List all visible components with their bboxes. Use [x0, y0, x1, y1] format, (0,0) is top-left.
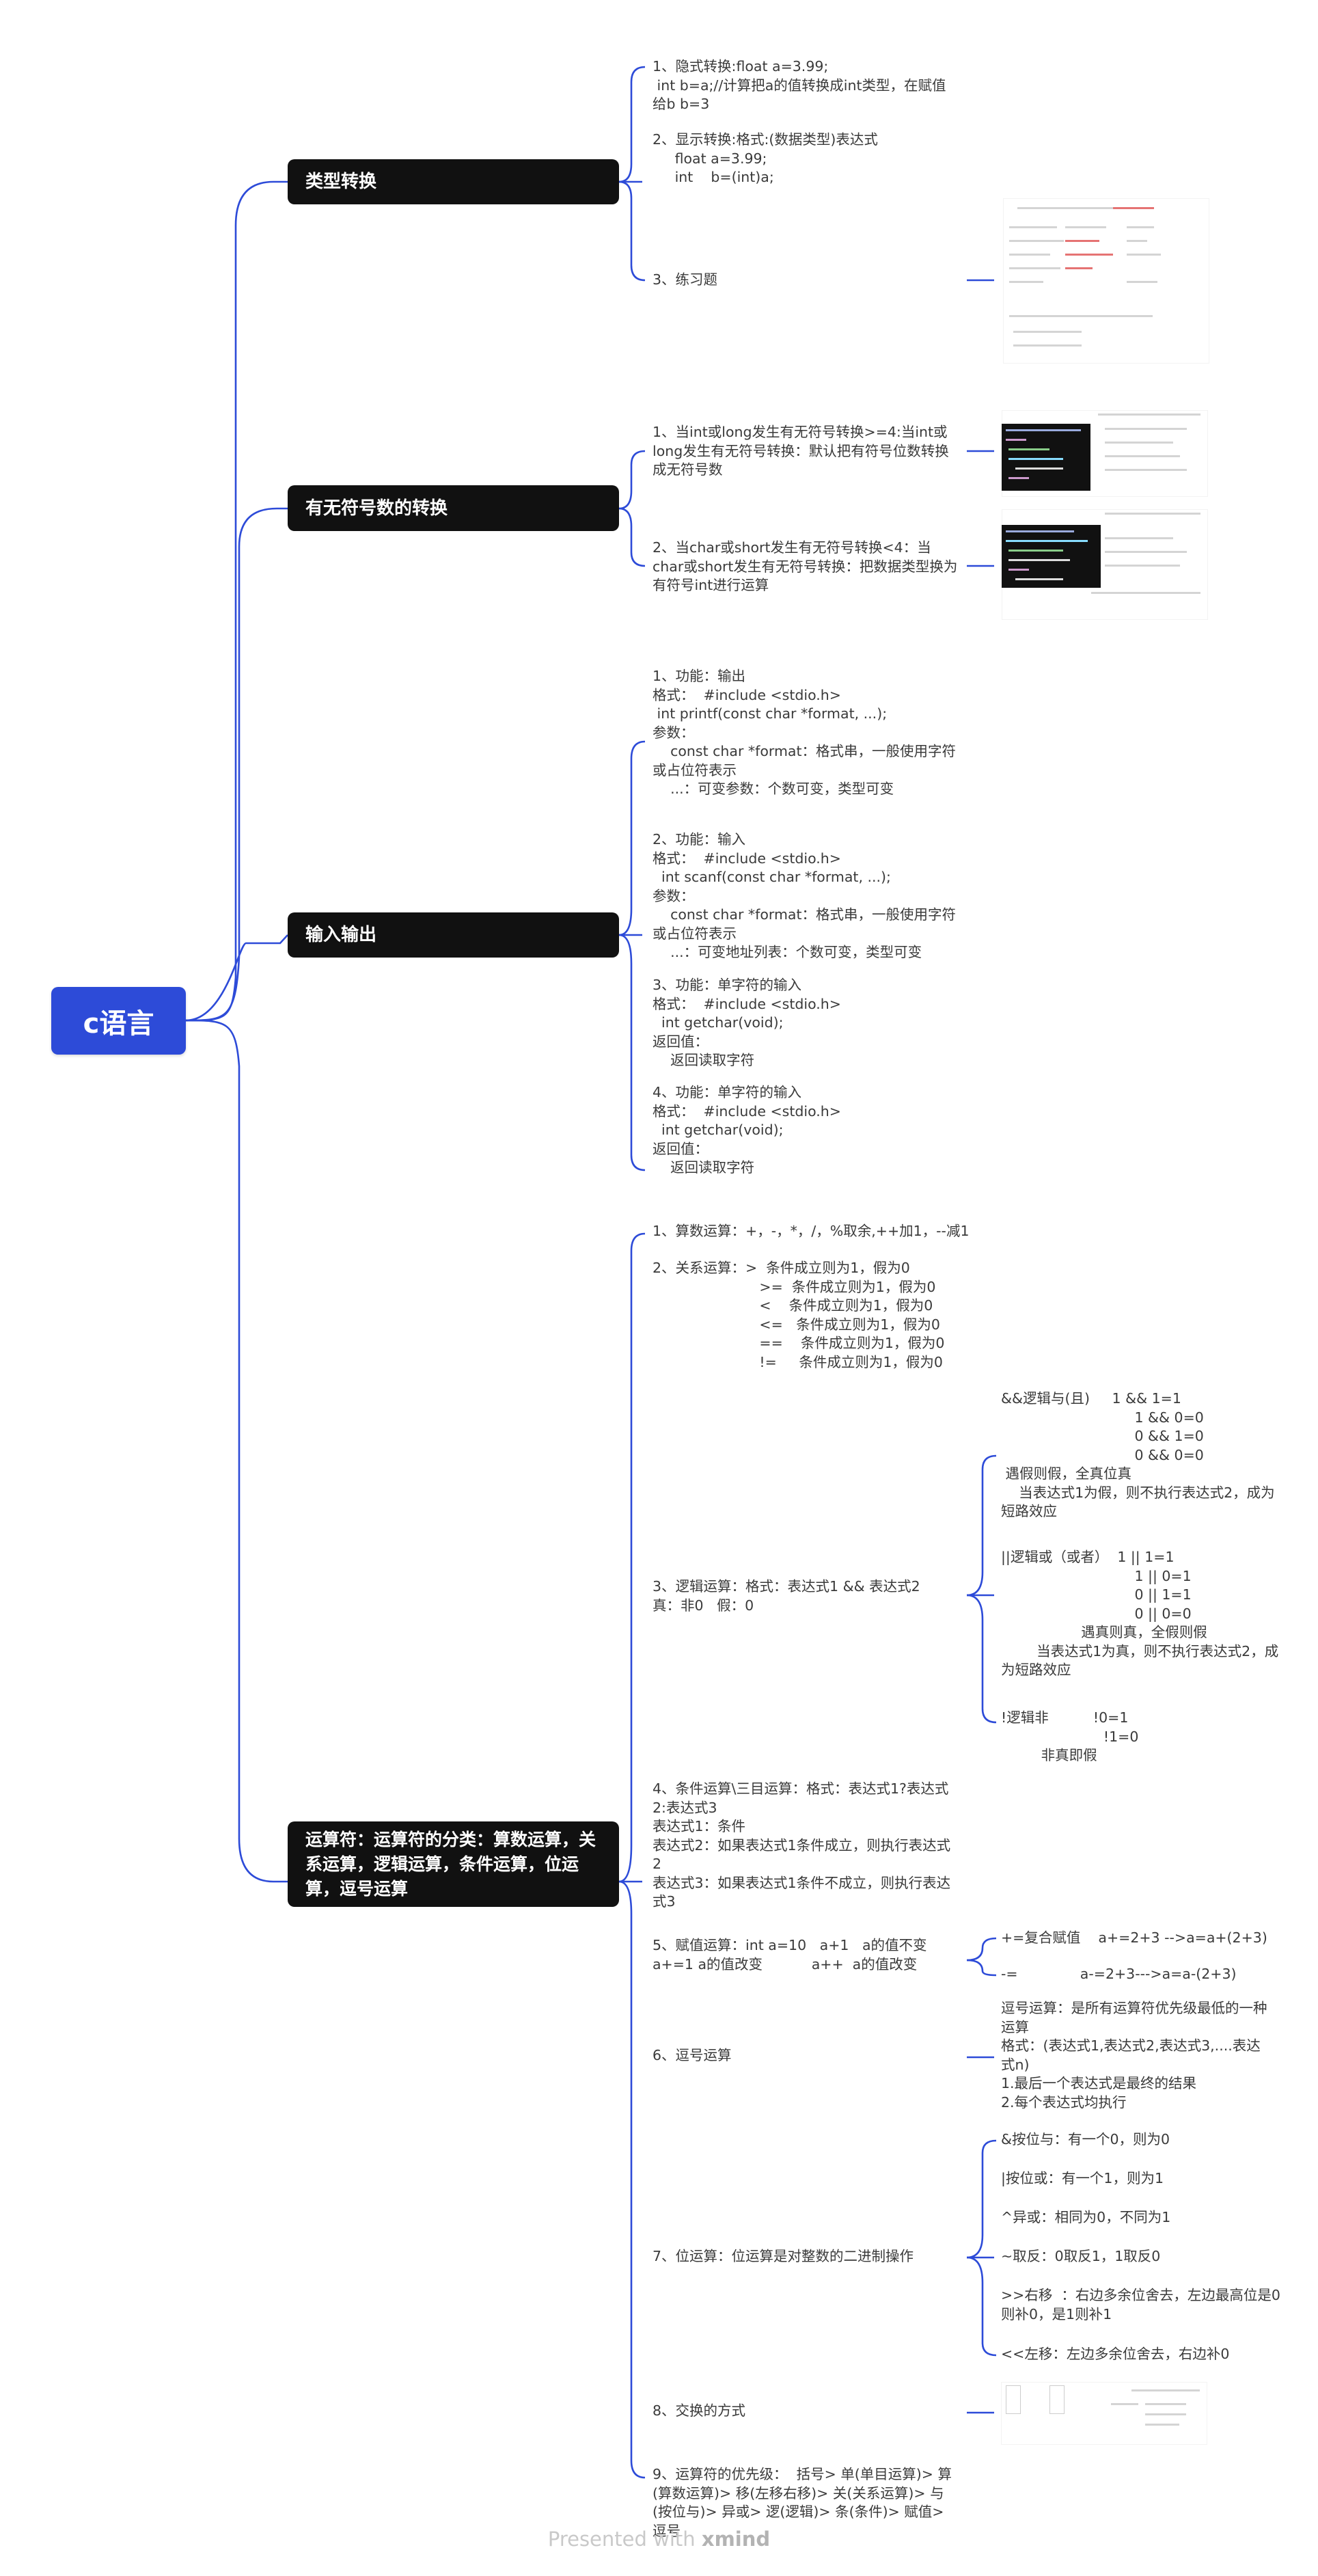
swap-image: [1001, 2382, 1207, 2445]
right-shift[interactable]: >>右移 ：右边多余位舍去，左边最高位是0则补0，是1则补1: [1001, 2287, 1280, 2322]
getchar-item-2[interactable]: 4、功能：单字符的输入 格式： #include <stdio.h> int g…: [653, 1084, 841, 1176]
operator-precedence[interactable]: 9、运算符的优先级： 括号> 单(单目运算)> 算(算数运算)> 移(左移右移)…: [653, 2466, 952, 2539]
footer-brand: xmind: [701, 2527, 771, 2551]
compound-sub-assign[interactable]: -= a-=2+3--->a=a-(2+3): [1001, 1966, 1237, 1982]
footer-credit: Presented with xmind: [0, 2527, 1318, 2551]
bitwise-and[interactable]: &按位与：有一个0，则为0: [1001, 2131, 1170, 2147]
bitwise-not[interactable]: ~取反：0取反1，1取反0: [1001, 2248, 1161, 2264]
comma-explanation[interactable]: 逗号运算：是所有运算符优先级最低的一种运算 格式：(表达式1,表达式2,表达式3…: [1001, 2000, 1267, 2111]
branch-signed-unsigned[interactable]: 有无符号数的转换: [288, 485, 619, 531]
code-block-int: [1002, 424, 1090, 491]
exercise-image: [1003, 198, 1209, 364]
printf-item[interactable]: 1、功能：输出 格式： #include <stdio.h> int print…: [653, 668, 957, 797]
footer-prefix: Presented with: [547, 2527, 702, 2551]
getchar-item-1[interactable]: 3、功能：单字符的输入 格式： #include <stdio.h> int g…: [653, 977, 841, 1068]
logical-and[interactable]: &&逻辑与(且) 1 && 1=1 1 && 0=0 0 && 1=0 0 &&…: [1001, 1390, 1275, 1519]
root-topic[interactable]: c语言: [51, 987, 186, 1055]
bitwise-xor[interactable]: ^异或：相同为0，不同为1: [1001, 2209, 1171, 2225]
compound-add-assign[interactable]: +=复合赋值 a+=2+3 -->a=a+(2+3): [1001, 1929, 1267, 1946]
logical-not[interactable]: !逻辑非 !0=1 !1=0 非真即假: [1001, 1709, 1139, 1763]
char-short-conversion[interactable]: 2、当char或short发生有无符号转换<4：当char或short发生有无符…: [653, 539, 958, 593]
logical-or[interactable]: ||逻辑或（或者） 1 || 1=1 1 || 0=1 0 || 1=1 0 |…: [1001, 1549, 1279, 1678]
swap-methods[interactable]: 8、交换的方式: [653, 2402, 746, 2419]
left-shift[interactable]: <<左移：左边多余位舍去，右边补0: [1001, 2346, 1230, 2362]
scanf-item[interactable]: 2、功能：输入 格式： #include <stdio.h> int scanf…: [653, 831, 957, 960]
branch-type-conversion[interactable]: 类型转换: [288, 159, 619, 204]
bitwise-or[interactable]: |按位或：有一个1，则为1: [1001, 2170, 1164, 2186]
exercise[interactable]: 3、练习题: [653, 271, 718, 288]
implicit-conversion[interactable]: 1、隐式转换:float a=3.99; int b=a;//计算把a的值转换成…: [653, 58, 946, 112]
relational-ops[interactable]: 2、关系运算：> 条件成立则为1，假为0 >= 条件成立则为1，假为0 < 条件…: [653, 1260, 945, 1370]
comma-ops[interactable]: 6、逗号运算: [653, 2047, 732, 2063]
code-block-char: [1002, 525, 1101, 588]
explicit-conversion[interactable]: 2、显示转换:格式:(数据类型)表达式 float a=3.99; int b=…: [653, 131, 878, 185]
conditional-ops[interactable]: 4、条件运算\三目运算：格式：表达式1?表达式2:表达式3 表达式1：条件 表达…: [653, 1780, 951, 1910]
branch-operators[interactable]: 运算符：运算符的分类：算数运算，关系运算，逻辑运算，条件运算，位运算，逗号运算: [288, 1821, 619, 1907]
int-long-conversion[interactable]: 1、当int或long发生有无符号转换>=4:当int或long发生有无符号转换…: [653, 424, 949, 478]
arithmetic-ops[interactable]: 1、算数运算：+，-，*，/，%取余,++加1，--减1: [653, 1223, 970, 1239]
assignment-ops[interactable]: 5、赋值运算：int a=10 a+1 a的值不变 a+=1 a的值改变 a++…: [653, 1937, 927, 1972]
logical-ops[interactable]: 3、逻辑运算：格式：表达式1 && 表达式2 真：非0 假：0: [653, 1578, 934, 1614]
bitwise-ops[interactable]: 7、位运算：位运算是对整数的二进制操作: [653, 2248, 914, 2264]
branch-input-output[interactable]: 输入输出: [288, 912, 619, 958]
